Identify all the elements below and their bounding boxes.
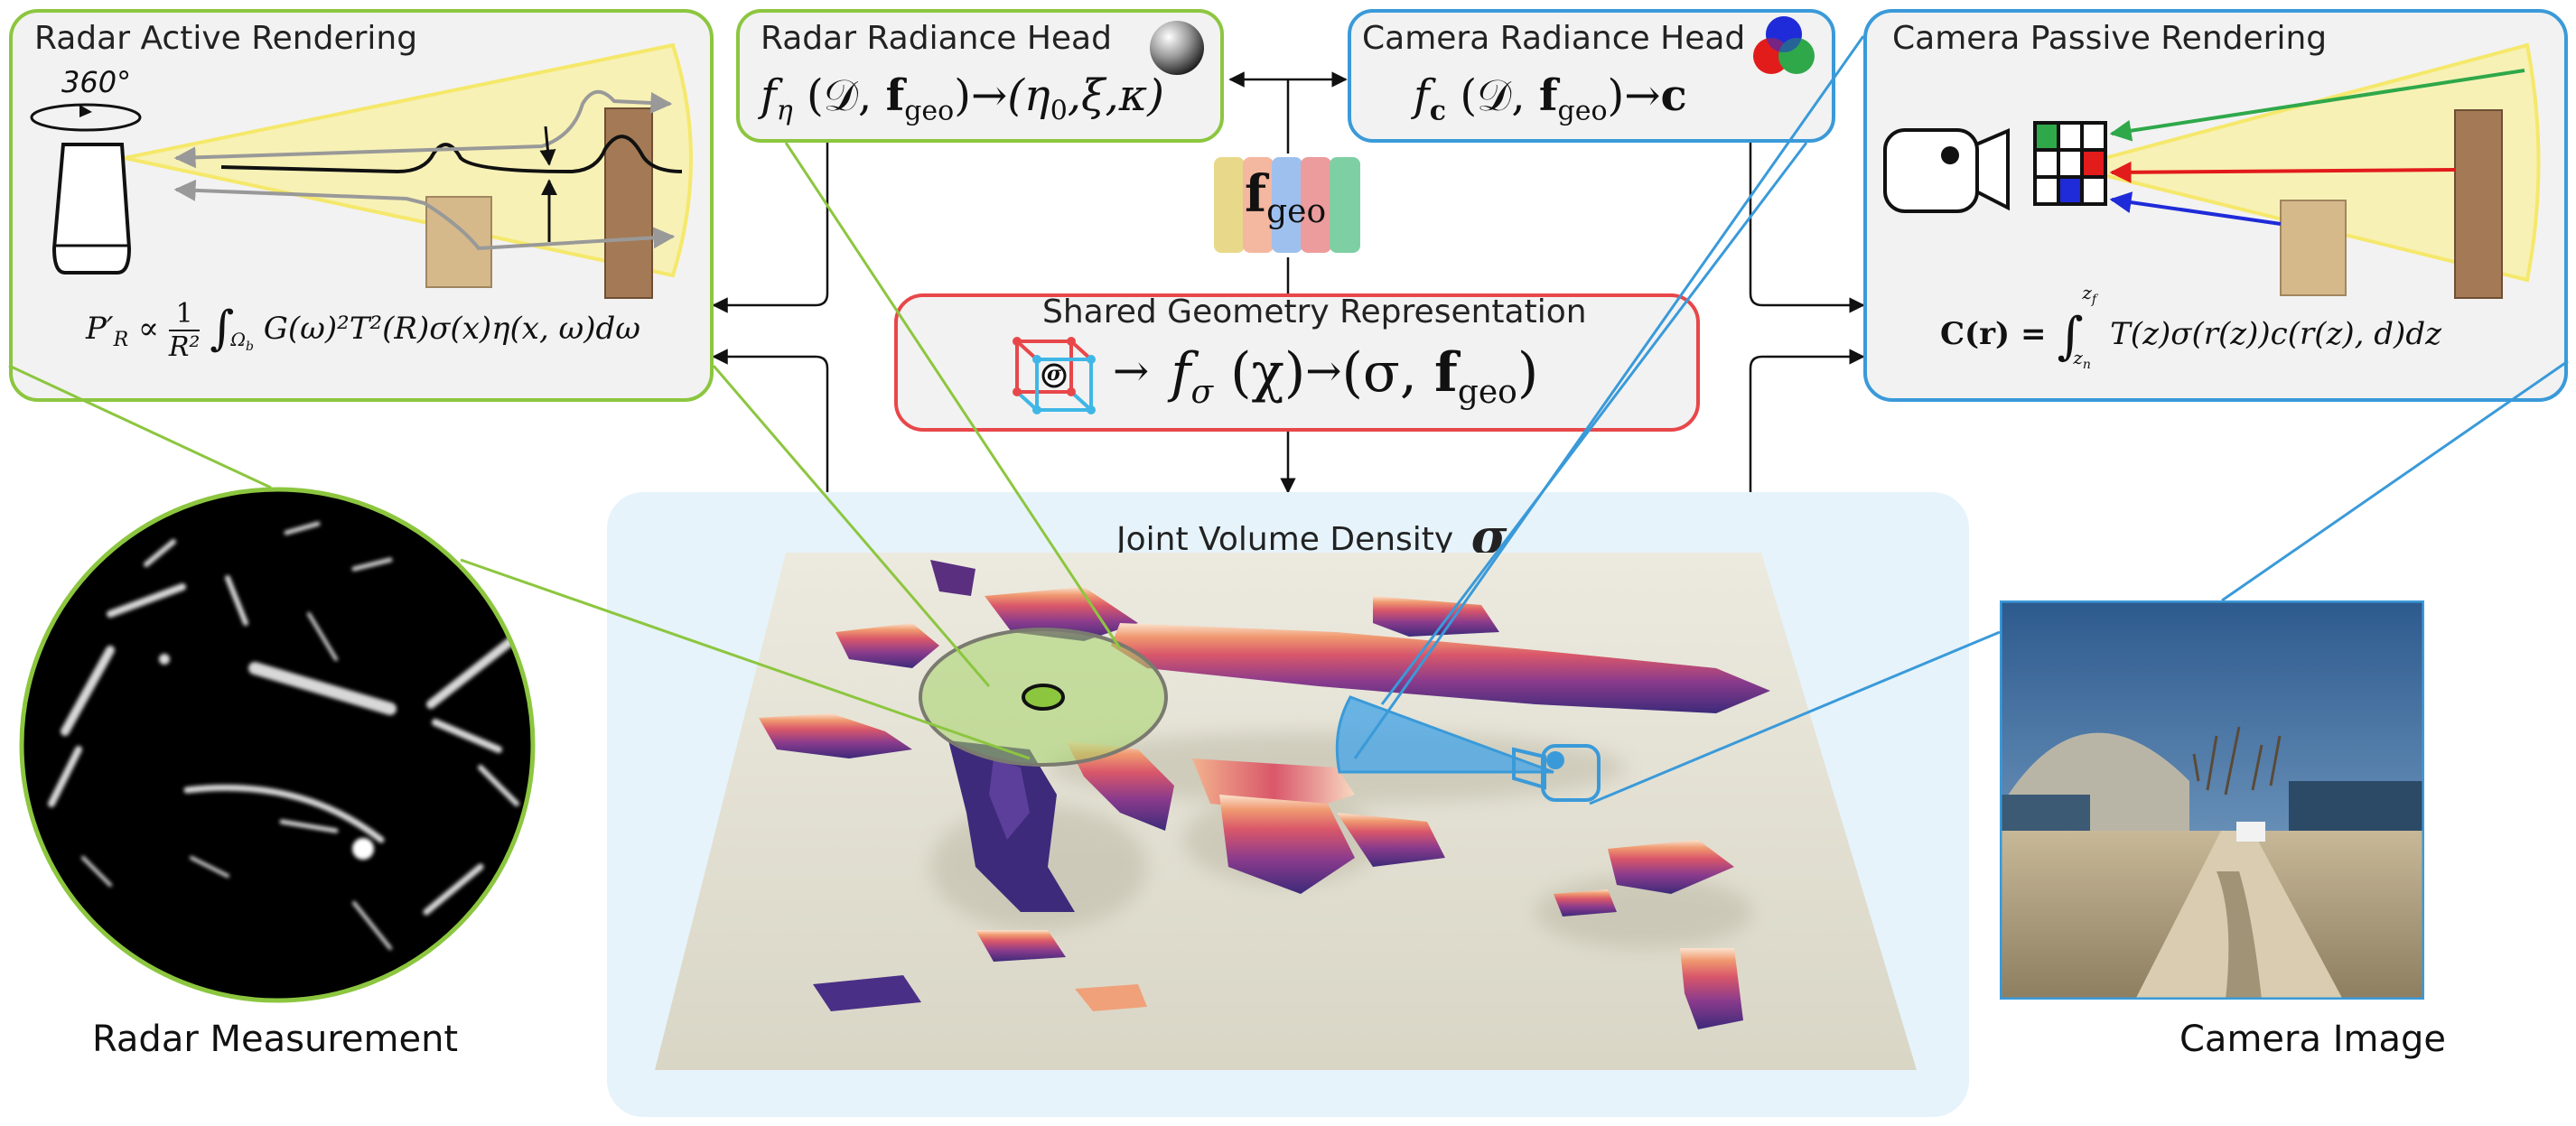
outgoing-ray-bottom (173, 179, 676, 251)
radar-active-title: Radar Active Rendering (34, 20, 418, 57)
feature-slice-1 (1214, 157, 1245, 253)
camera-head-fgeo: f (1538, 70, 1558, 121)
radar-eq-fraction: 1 R² (168, 298, 201, 363)
radar-active-illustration (30, 42, 693, 299)
camera-head-args: (𝒟, (1460, 70, 1539, 121)
camera-fov (2070, 42, 2541, 283)
radar-head-out: (η (1007, 70, 1050, 121)
camera-eq-integral-group: ∫ zf zn (2057, 282, 2100, 372)
camera-head-equation: fc (𝒟, fgeo)→c (1414, 70, 1687, 127)
fgeo-feature-stack (1214, 157, 1360, 253)
radar-angle-label: 360° (61, 65, 132, 99)
camera-image (2000, 600, 2424, 1000)
radar-head-arrow: → (970, 70, 1008, 121)
shared-eq-f-sub: σ (1190, 374, 1214, 411)
camera-head-f: f (1414, 70, 1430, 121)
radar-measurement-label: Radar Measurement (92, 1019, 459, 1060)
peak-arrow-down (539, 126, 556, 166)
radar-eq-int-sub: Ωb (230, 328, 254, 354)
radar-head-panel (736, 9, 1224, 143)
far-object (2454, 109, 2503, 299)
camera-eq-int-bot-main: z (2073, 347, 2083, 368)
camera-eq-int-top-main: z (2082, 282, 2092, 303)
radar-eq-prop: ∝ (138, 311, 160, 347)
camera-eq-integral: ∫ (2057, 307, 2084, 366)
camera-eq-int-bot-sub: n (2082, 358, 2091, 372)
feature-slice-5 (1330, 157, 1360, 253)
radar-head-fgeo: f (885, 70, 905, 121)
camera-eq-lhs: C(r) = (1940, 316, 2058, 352)
shared-eq-out-open: (σ, (1341, 341, 1435, 405)
near-object (2280, 200, 2347, 296)
camera-passive-title: Camera Passive Rendering (1892, 20, 2328, 57)
radar-eq-num: 1 (168, 298, 201, 331)
radar-eq-body: G(ω)²T²(R)σ(x)η(x, ω)dω (263, 311, 641, 347)
radar-eq-lhs-sub: R (113, 328, 129, 351)
camera-head-arrow: → (1624, 70, 1661, 121)
radar-head-fgeo-sub: geo (904, 95, 955, 127)
voxel-icon-symbol: σ (1047, 362, 1062, 386)
radar-head-out-sub: 0 (1050, 95, 1068, 127)
radar-head-title: Radar Radiance Head (761, 20, 1112, 57)
shared-eq-f: f (1171, 341, 1191, 405)
radar-sensor-icon (1022, 684, 1065, 711)
feature-slice-4 (1301, 157, 1331, 253)
radar-eq-lhs: P′ (86, 311, 114, 347)
radar-eq-integral: ∫ (210, 302, 235, 356)
camera-head-fgeo-sub: geo (1557, 95, 1608, 127)
radar-head-f: f (761, 70, 777, 121)
green-ray (2109, 69, 2525, 142)
radar-device-icon (51, 143, 132, 275)
shared-geometry-title: Shared Geometry Representation (1042, 293, 1587, 330)
camera-eq-body: T(z)σ(r(z))c(r(z), d)dz (2110, 316, 2442, 352)
camera-passive-illustration (1883, 42, 2541, 299)
radar-head-out-rest: ,ξ,κ) (1067, 70, 1164, 121)
radar-eq-int-subsub: b (245, 339, 254, 354)
camera-head-title: Camera Radiance Head (1362, 20, 1746, 57)
camera-head-close: ) (1607, 70, 1625, 121)
shared-eq-lead-arrow: → (1113, 346, 1150, 396)
camera-lens-dot (1941, 146, 1959, 164)
rotation-arrow (30, 103, 142, 132)
radar-equation: P′R ∝ 1 R² ∫Ωb G(ω)²T²(R)σ(x)η(x, ω)dω (86, 298, 640, 363)
sphere-icon (1150, 21, 1204, 75)
radar-head-args: (𝒟, (807, 70, 886, 121)
red-ray (2109, 161, 2456, 183)
radar-head-f-sub: η (776, 95, 793, 127)
shared-eq-out-close: ) (1517, 341, 1539, 405)
radar-eq-den: R² (168, 331, 201, 363)
feature-slice-2 (1243, 157, 1274, 253)
fgeo-label: fgeo (1245, 164, 1326, 230)
camera-eq-int-bot: zn (2073, 347, 2091, 372)
radar-head-close: ) (954, 70, 971, 121)
camera-equation: C(r) = ∫ zf zn T(z)σ(r(z))c(r(z), d)dz (1940, 282, 2442, 372)
camera-head-out: c (1660, 70, 1687, 121)
rgb-icon (1753, 16, 1815, 74)
fgeo-label-f: f (1245, 164, 1267, 224)
radar-measurement-image (19, 487, 536, 1003)
radar-head-equation: fη (𝒟, fgeo)→(η0,ξ,κ) (761, 70, 1164, 127)
shared-eq-out-f-sub: geo (1457, 374, 1517, 411)
camera-image-label: Camera Image (2179, 1019, 2446, 1060)
shared-eq-arrow: → (1305, 346, 1342, 396)
feature-slice-3 (1272, 157, 1302, 253)
camera-head-f-sub: c (1429, 95, 1447, 127)
radar-eq-int-sub-main: Ω (230, 328, 246, 350)
pixel-grid (2033, 121, 2107, 206)
camera-eq-int-top-sub: f (2091, 293, 2097, 307)
shared-geometry-equation: →fσ (χ)→(σ, fgeo) (1113, 341, 1538, 411)
fgeo-label-sub: geo (1266, 193, 1327, 231)
rotation-arrow-head (79, 105, 92, 117)
blue-ray (2109, 191, 2282, 226)
shared-eq-out-f: f (1434, 341, 1458, 405)
shared-eq-args: (χ) (1230, 341, 1306, 405)
camera-eq-int-top: zf (2082, 282, 2096, 307)
outgoing-ray-top (173, 89, 673, 169)
camera-device-icon (1883, 127, 2010, 213)
